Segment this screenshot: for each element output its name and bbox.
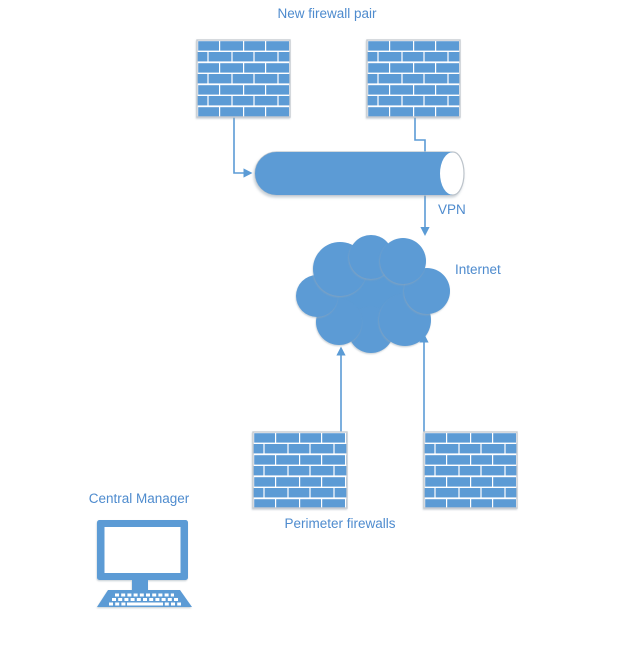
label-vpn: VPN	[438, 202, 466, 217]
firewall-icon-new-right	[366, 39, 461, 118]
arrowhead-up-icon	[336, 346, 346, 356]
cloud-icon	[296, 235, 450, 353]
monitor-screen	[104, 527, 181, 573]
firewall-icon-perimeter-right	[423, 431, 518, 509]
label-perimeter-firewalls: Perimeter firewalls	[284, 516, 396, 531]
spacebar	[127, 602, 163, 606]
label-central-manager: Central Manager	[88, 491, 190, 506]
label-internet: Internet	[455, 262, 501, 277]
firewall-icon-new-left	[196, 39, 291, 118]
firewall-icon-perimeter-left	[252, 431, 348, 509]
connector-left-firewall-to-tunnel	[233, 117, 253, 178]
pipe-tunnel-icon	[254, 151, 465, 196]
arrowhead-right-icon	[243, 168, 253, 178]
arrowhead-down-icon	[420, 227, 430, 236]
connector-perimeter-left-to-cloud	[336, 346, 346, 432]
computer-icon	[97, 520, 192, 607]
connector-perimeter-right-to-cloud	[419, 333, 429, 432]
label-new-firewall-pair: New firewall pair	[277, 6, 377, 21]
monitor-stand	[132, 580, 148, 591]
arrowhead-up-icon	[419, 333, 429, 343]
